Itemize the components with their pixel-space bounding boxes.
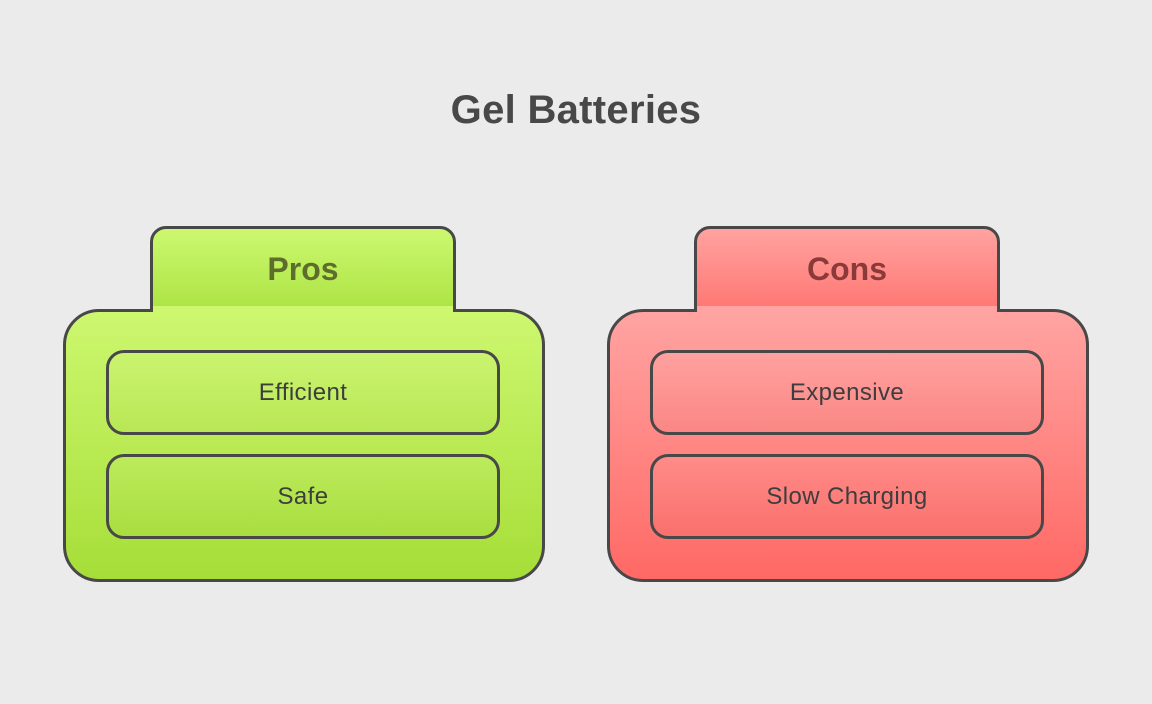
pros-tab-joint [153, 306, 453, 316]
cons-item-label: Expensive [789, 378, 905, 406]
pros-panel: Pros Efficient Safe [63, 226, 545, 582]
cons-header-label: Cons [807, 251, 887, 287]
cons-tab-joint [697, 306, 997, 316]
cons-item-label: Slow Charging [766, 482, 928, 510]
pros-item-safe: Safe [106, 454, 500, 539]
pros-header-label: Pros [267, 251, 339, 287]
diagram-title: Gel Batteries [450, 88, 702, 132]
cons-panel: Cons Expensive Slow Charging [607, 226, 1089, 582]
pros-item-efficient: Efficient [106, 350, 500, 435]
cons-item-slow-charging: Slow Charging [650, 454, 1044, 539]
cons-item-expensive: Expensive [650, 350, 1044, 435]
pros-item-label: Efficient [258, 378, 348, 406]
pros-item-label: Safe [277, 482, 329, 510]
